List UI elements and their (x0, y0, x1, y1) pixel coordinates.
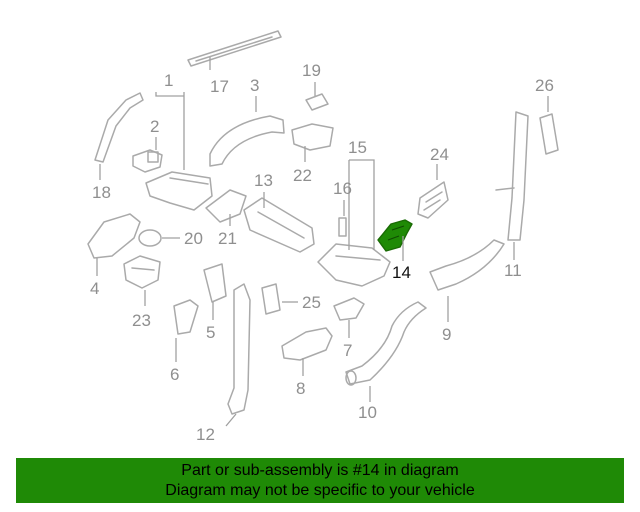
callout-9[interactable]: 9 (442, 325, 451, 344)
callout-18[interactable]: 18 (92, 183, 111, 202)
callout-2[interactable]: 2 (150, 117, 159, 136)
part-7-bracket (333, 297, 365, 321)
banner-line-part: Part or sub-assembly is #14 in diagram (181, 462, 459, 479)
part-14-duct-highlighted (377, 219, 413, 252)
callout-16[interactable]: 16 (333, 179, 352, 198)
part-8-duct (281, 327, 333, 361)
callout-24[interactable]: 24 (430, 145, 449, 164)
part-25-duct (261, 283, 281, 315)
callout-17[interactable]: 17 (210, 77, 229, 96)
part-18-side-trim (94, 92, 144, 163)
part-21-duct (205, 189, 247, 223)
callout-1[interactable]: 1 (164, 71, 173, 90)
callout-11[interactable]: 11 (504, 261, 522, 280)
callout-21[interactable]: 21 (218, 229, 237, 248)
part-22-vent (291, 123, 334, 151)
callout-25[interactable]: 25 (302, 293, 321, 312)
part-9-duct (429, 239, 505, 291)
callout-23[interactable]: 23 (132, 311, 151, 330)
part-16-fastener (338, 217, 347, 237)
part-4-duct (87, 213, 141, 259)
part-26-bracket (539, 113, 559, 155)
callout-19[interactable]: 19 (302, 61, 321, 80)
callout-26[interactable]: 26 (535, 76, 554, 95)
part-17-defroster-nozzle (187, 30, 282, 67)
part-3-duct (209, 115, 285, 167)
callout-6[interactable]: 6 (170, 365, 179, 384)
part-24-vent (417, 181, 449, 219)
callout-10[interactable]: 10 (358, 403, 377, 422)
callout-20[interactable]: 20 (184, 229, 203, 248)
callout-3[interactable]: 3 (250, 76, 259, 95)
leader-lines (96, 57, 549, 427)
callout-12[interactable]: 12 (196, 425, 215, 444)
part-13-duct (243, 197, 315, 253)
part-19-clip (305, 93, 329, 111)
callout-7[interactable]: 7 (343, 341, 352, 360)
banner-line-disclaimer: Diagram may not be specific to your vehi… (165, 482, 475, 499)
info-banner: Part or sub-assembly is #14 in diagram D… (16, 458, 624, 503)
part-12-rear-duct (227, 283, 251, 415)
part-6-duct (173, 299, 199, 335)
part-2-clip (132, 149, 163, 173)
callout-8[interactable]: 8 (296, 379, 305, 398)
part-15-heater-duct (317, 243, 391, 287)
callout-15[interactable]: 15 (348, 138, 367, 157)
part-10-duct (345, 301, 427, 386)
part-5-duct (203, 263, 227, 303)
part-1-center-duct (145, 171, 213, 211)
callout-22[interactable]: 22 (293, 166, 312, 185)
part-23-vent (123, 255, 161, 289)
callout-5[interactable]: 5 (206, 323, 215, 342)
part-20-connector (138, 229, 162, 247)
parts-diagram: 1 2 3 4 5 6 7 8 9 10 11 12 13 14 15 16 1… (87, 30, 559, 444)
callout-13[interactable]: 13 (254, 171, 273, 190)
callout-14[interactable]: 14 (392, 263, 411, 282)
callout-4[interactable]: 4 (90, 279, 99, 298)
callout-labels: 1 2 3 4 5 6 7 8 9 10 11 12 13 14 15 16 1… (90, 61, 554, 444)
part-11-rear-duct (495, 111, 529, 241)
